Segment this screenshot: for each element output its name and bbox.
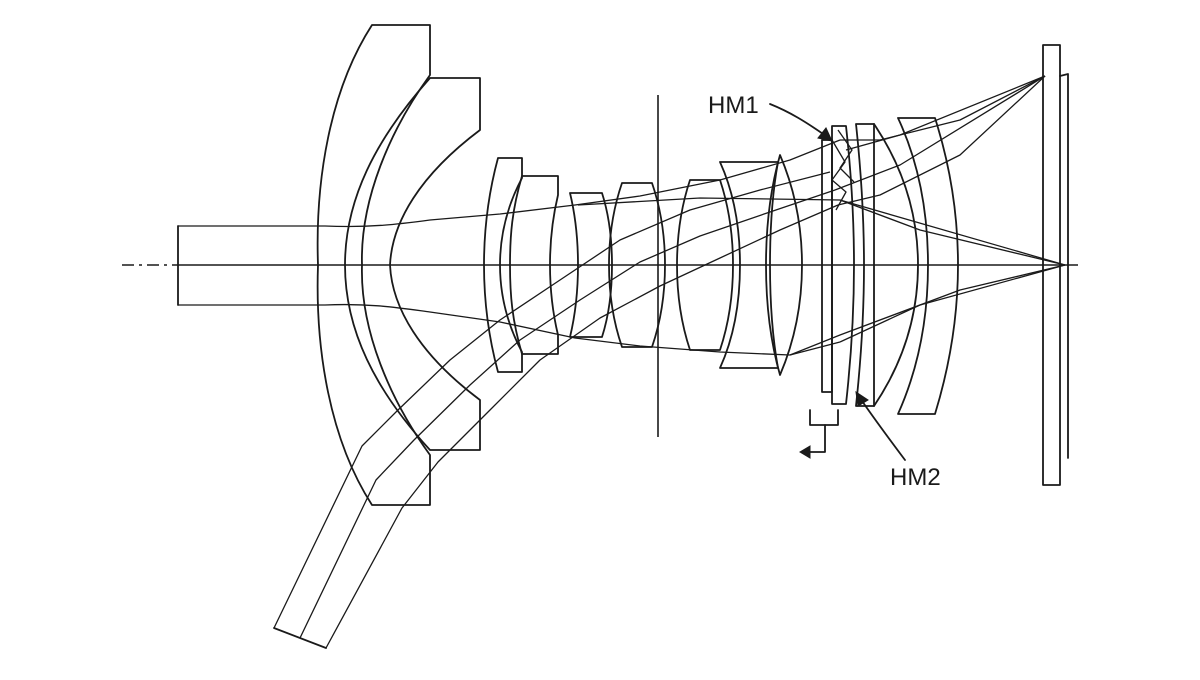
- rear-lens-inner: [873, 123, 919, 407]
- hm2-callout: HM2: [855, 390, 941, 491]
- input-beam-axial: [177, 139, 841, 356]
- front-meniscus-2: [344, 77, 481, 451]
- lens-element-4: [509, 175, 559, 355]
- hm1-arrow-icon: [817, 127, 833, 142]
- front-meniscus-1: [316, 24, 431, 506]
- rear-lens-element: [897, 117, 959, 415]
- movement-arrow-icon: [799, 445, 811, 459]
- hm1-label: HM1: [708, 92, 759, 119]
- hm1-callout: HM1: [708, 92, 833, 142]
- image-plane: [1042, 44, 1069, 486]
- lens-element-3: [483, 157, 523, 373]
- movement-bracket: [799, 409, 839, 459]
- lens-element-7: [676, 179, 734, 351]
- hm2-label: HM2: [890, 464, 941, 491]
- lens-element-6: [608, 182, 666, 348]
- hm2-element: [855, 123, 875, 407]
- input-beam-oblique: [273, 171, 839, 649]
- output-rays: [577, 75, 1066, 356]
- lens-element-9: [765, 154, 803, 376]
- hm2-arrow-icon: [855, 390, 869, 407]
